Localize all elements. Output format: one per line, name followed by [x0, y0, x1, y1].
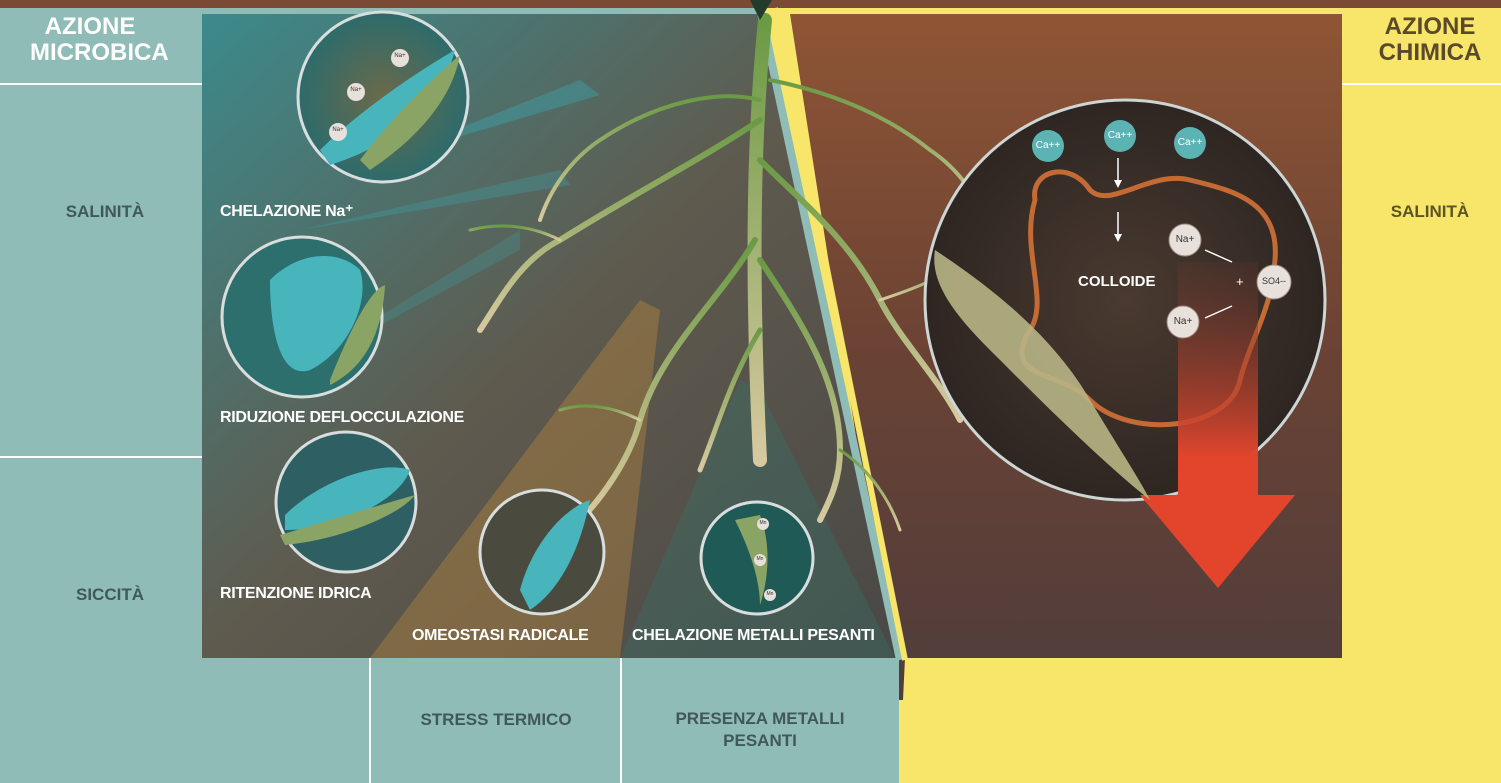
caption-chelazione-metalli: CHELAZIONE METALLI PESANTI — [632, 627, 875, 645]
ion-ca-1: Ca++ — [1032, 140, 1064, 151]
small-ion-mn-2: Mn — [752, 556, 768, 562]
right-header: AZIONE CHIMICA — [1360, 14, 1500, 66]
ion-na-1: Na+ — [1169, 234, 1201, 245]
ion-so4: SO4-- — [1256, 276, 1292, 286]
left-row-salinita: SALINITÀ — [0, 202, 210, 222]
caption-riduzione-deflocculazione: RIDUZIONE DEFLOCCULAZIONE — [220, 409, 464, 427]
col-presenza-metalli: PRESENZA METALLI PESANTI — [622, 708, 898, 752]
left-row-siccita: SICCITÀ — [0, 585, 220, 605]
colloide-label: COLLOIDE — [1078, 273, 1156, 290]
small-ion-na-3: Na+ — [329, 127, 347, 133]
left-header-line1: AZIONE — [30, 14, 150, 40]
caption-omeostasi-radicale: OMEOSTASI RADICALE — [412, 627, 589, 645]
right-header-line1: AZIONE — [1360, 14, 1500, 40]
ion-ca-2: Ca++ — [1104, 130, 1136, 141]
col-presenza-metalli-line1: PRESENZA METALLI — [622, 708, 898, 730]
caption-chelazione-na: CHELAZIONE Na⁺ — [220, 201, 353, 221]
left-header-line2: MICROBICA — [30, 40, 150, 66]
right-header-line2: CHIMICA — [1360, 40, 1500, 66]
ion-na-2: Na+ — [1167, 316, 1199, 327]
right-row-salinita: SALINITÀ — [1350, 202, 1501, 222]
ion-ca-3: Ca++ — [1174, 137, 1206, 148]
col-presenza-metalli-line2: PESANTI — [622, 730, 898, 752]
small-ion-mn-3: Mn — [762, 591, 778, 597]
small-ion-na-1: Na+ — [391, 53, 409, 59]
caption-ritenzione-idrica: RITENZIONE IDRICA — [220, 585, 371, 603]
left-header: AZIONE MICROBICA — [30, 14, 150, 66]
col-stress-termico: STRESS TERMICO — [372, 710, 620, 730]
small-ion-mn-1: Mn — [755, 520, 771, 526]
small-ion-na-2: Na+ — [347, 87, 365, 93]
plus-sign: + — [1236, 274, 1244, 289]
